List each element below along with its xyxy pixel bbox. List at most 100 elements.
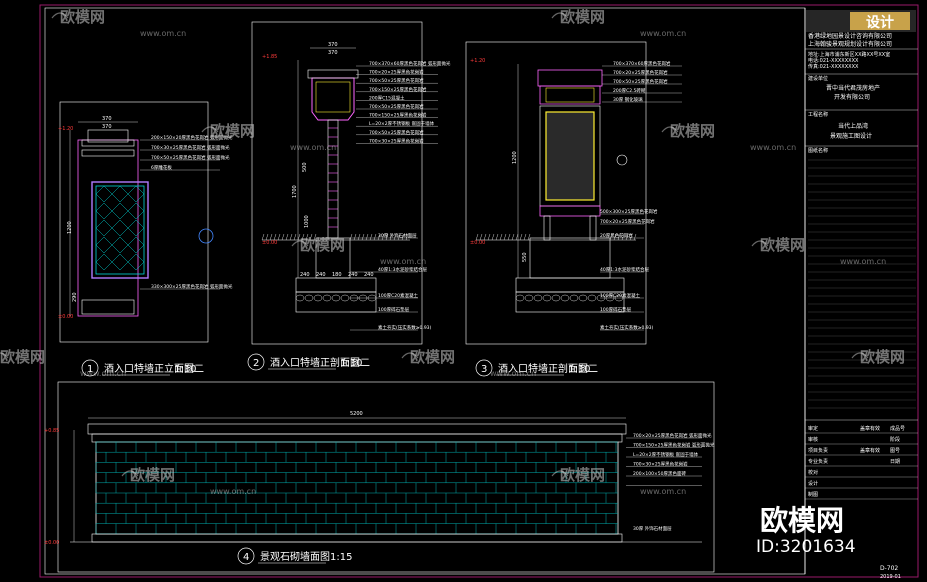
callout-note: 700×150×25厚黑色花岗岩 <box>369 86 427 93</box>
callout-note: 700×20×25厚黑色花岗岩 弧形面抛光 <box>633 432 712 439</box>
grass-tick <box>285 233 289 241</box>
grass-tick <box>511 233 515 241</box>
brick-field <box>95 441 619 535</box>
titleblock-row-label: 专业负责 <box>808 458 828 465</box>
level-3-bottom: ±0.00 <box>470 240 485 246</box>
lattice-diamond <box>127 185 145 203</box>
client-line-1: 晋中当代君茂房地产 <box>826 84 880 92</box>
titleblock-row-label: 制图 <box>808 491 818 498</box>
grass-tick <box>397 233 401 241</box>
logo-text: 设计 <box>866 14 894 31</box>
company-2: 上海翰骏景观规划设计有限公司 <box>808 40 892 48</box>
caption-scale: 1:15 <box>330 552 352 563</box>
client-label: 建设单位 <box>808 75 828 82</box>
drawing-date: 2019-01 <box>880 574 901 580</box>
column-rungs <box>328 127 338 228</box>
view-3-section: 1200 550 +1.20 ±0.00 700×370×60厚黑色花岗岩700… <box>465 41 682 345</box>
watermark-brand: 欧模网 <box>60 8 105 26</box>
watermark-url: www.om.cn <box>840 257 886 266</box>
watermark-id: ID:3201634 <box>756 537 856 557</box>
gravel-hatch <box>295 294 377 302</box>
callout-note: 200厚C15混凝土 <box>369 94 405 101</box>
level-4-top: +0.85 <box>44 428 59 434</box>
watermark-icon <box>201 126 219 133</box>
caption-title: 景观石砌墙面图 <box>260 550 330 563</box>
dim-4-width: 5200 <box>350 411 363 417</box>
grass-tick <box>349 233 353 241</box>
titleblock-row-label: 设计 <box>808 480 818 487</box>
grass-tick <box>629 233 633 241</box>
dim-2-mid2: 1000 <box>304 215 310 228</box>
caption-title: 酒入口特墙正剖面图二 <box>270 356 370 369</box>
drawing-label: 图纸名称 <box>808 147 828 154</box>
lattice-diamond <box>95 253 113 271</box>
titleblock-small-lines: 地址:上海市浦东新区XX路XX号XX室电话:021-XXXXXXXX传真:021… <box>808 51 890 70</box>
watermark-url: www.om.cn <box>490 369 536 378</box>
gravel-stone <box>569 294 579 302</box>
grass-tick <box>365 233 369 241</box>
caption-number: 4 <box>243 552 249 563</box>
grass-tick <box>483 233 487 241</box>
callout-note: 330×300×25厚黑色花岗岩 弧形面抛光 <box>151 283 233 290</box>
bottom-dim: 240 <box>364 272 374 278</box>
dim-2-height: 1700 <box>292 185 298 198</box>
callout-note: 700×50×25厚黑色花岗岩 <box>613 78 668 85</box>
gravel-stone <box>313 294 323 302</box>
project-label: 工程名称 <box>808 111 828 118</box>
callout-note: 6厚雕花板 <box>151 164 172 171</box>
gravel-stone <box>578 294 588 302</box>
dim-3-height: 1200 <box>512 151 518 164</box>
callout-note: 素土夯实(压实系数≥0.93) <box>600 324 654 331</box>
view-4-wall-elevation: 5200 +0.85 ±0.00 700×20×25厚黑色花岗岩 弧形面抛光70… <box>44 381 715 573</box>
grass-tick <box>389 233 393 241</box>
cap-infill <box>315 81 351 113</box>
grass-tick <box>373 233 377 241</box>
view-2-notes: 700×370×60厚黑色花岗岩 弧形面抛光700×20×25厚黑色花岗岩700… <box>350 60 451 331</box>
lattice-pattern <box>95 185 145 271</box>
titleblock-right-label: 成品号 <box>890 425 905 432</box>
grass-tick <box>633 233 637 241</box>
v3-glass-panel <box>545 111 595 201</box>
drawing-border <box>44 7 806 575</box>
caption-bubble <box>237 547 255 565</box>
grass-tick <box>273 233 277 241</box>
logo-bar <box>850 12 910 30</box>
grass-tick <box>301 233 305 241</box>
grass-tick <box>495 233 499 241</box>
grass-tick <box>289 233 293 241</box>
grass-hatch <box>261 233 409 241</box>
watermark-url: www.om.cn <box>290 143 336 152</box>
gravel-stone <box>515 294 525 302</box>
callout-note: 100厚碎石垫层 <box>600 306 632 313</box>
grass-tick <box>377 233 381 241</box>
callout-note: 40厚1:3水泥砂浆结合层 <box>600 266 649 273</box>
view-2-section: 370 370 1700 500 1000 +1.85 ±0.00 700×37… <box>251 21 451 345</box>
grass-tick <box>309 233 313 241</box>
watermark-icon <box>291 240 309 247</box>
grass-tick <box>487 233 491 241</box>
carved-panel-frame <box>91 181 149 279</box>
v3-cap-body <box>539 85 601 105</box>
grass-tick <box>499 233 503 241</box>
lattice-diamond <box>127 253 145 271</box>
watermark-brand: 欧模网 <box>670 122 715 140</box>
grass-tick <box>385 233 389 241</box>
watermark-brand: 欧模网 <box>130 466 175 484</box>
grass-tick <box>297 233 301 241</box>
grass-tick <box>523 233 527 241</box>
dim-2-mid1: 500 <box>302 162 308 172</box>
watermark-icon <box>401 352 419 359</box>
titleblock-info-line: 地址:上海市浦东新区XX路XX号XX室 <box>808 51 890 58</box>
titleblock-right-label: 日期 <box>890 459 900 465</box>
grass-tick <box>305 233 309 241</box>
grass-tick <box>515 233 519 241</box>
bottom-dim: 240 <box>300 272 310 278</box>
titleblock-info-line: 传真:021-XXXXXXXX <box>808 63 859 70</box>
titleblock-row-label: 审核 <box>808 436 818 443</box>
callout-note: 30厚 外饰石材面层 <box>633 525 672 532</box>
